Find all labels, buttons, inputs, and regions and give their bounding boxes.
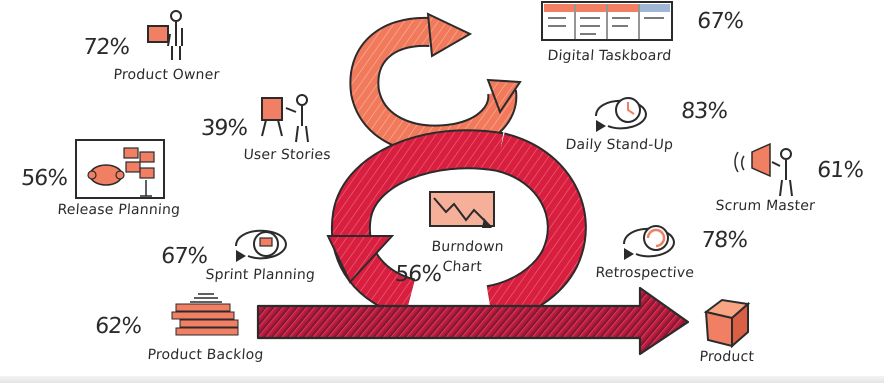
- bottom-border: [0, 376, 884, 383]
- product-owner-percentage: 72%: [82, 35, 131, 60]
- retrospective-label: Retrospective: [594, 265, 695, 281]
- product-owner-label: Product Owner: [112, 67, 220, 83]
- scrum-master-percentage: 61%: [816, 158, 865, 183]
- release-planning-icon: [75, 139, 165, 199]
- digital-taskboard-label: Digital Taskboard: [546, 48, 672, 64]
- sprint-planning-label: Sprint Planning: [204, 267, 316, 283]
- release-planning-percentage: 56%: [20, 166, 69, 191]
- product-box-icon: [703, 298, 751, 349]
- user-stories-label: User Stories: [242, 147, 332, 163]
- product-owner-icon: [147, 10, 183, 60]
- sprint-cycle-loop: [326, 129, 587, 325]
- sprint-planning-icon: [235, 229, 288, 262]
- product-label: Product: [698, 349, 755, 365]
- product-backlog-icon: [171, 293, 239, 336]
- burndown-chart-label-line1: Burndown: [430, 239, 505, 255]
- digital-taskboard-percentage: 67%: [696, 9, 745, 34]
- delivery-arrow: [256, 286, 690, 356]
- retrospective-percentage: 78%: [700, 228, 749, 253]
- user-stories-percentage: 39%: [200, 116, 249, 141]
- daily-standup-percentage: 83%: [680, 99, 729, 124]
- daily-cycle-loop: [349, 12, 522, 155]
- user-stories-icon: [261, 94, 309, 143]
- sprint-planning-percentage: 67%: [160, 244, 209, 269]
- scrum-master-label: Scrum Master: [714, 198, 816, 214]
- product-backlog-label: Product Backlog: [146, 347, 265, 363]
- release-planning-label: Release Planning: [56, 202, 181, 218]
- digital-taskboard-icon: [541, 1, 673, 41]
- scrum-master-icon: [734, 142, 793, 197]
- daily-standup-label: Daily Stand-Up: [564, 137, 674, 153]
- daily-standup-icon: [595, 97, 648, 132]
- burndown-chart-percentage: 56%: [394, 262, 443, 287]
- burndown-chart-label-line2: Chart: [441, 259, 483, 275]
- retrospective-icon: [623, 225, 676, 260]
- burndown-chart-icon: [429, 191, 495, 228]
- product-backlog-percentage: 62%: [94, 314, 143, 339]
